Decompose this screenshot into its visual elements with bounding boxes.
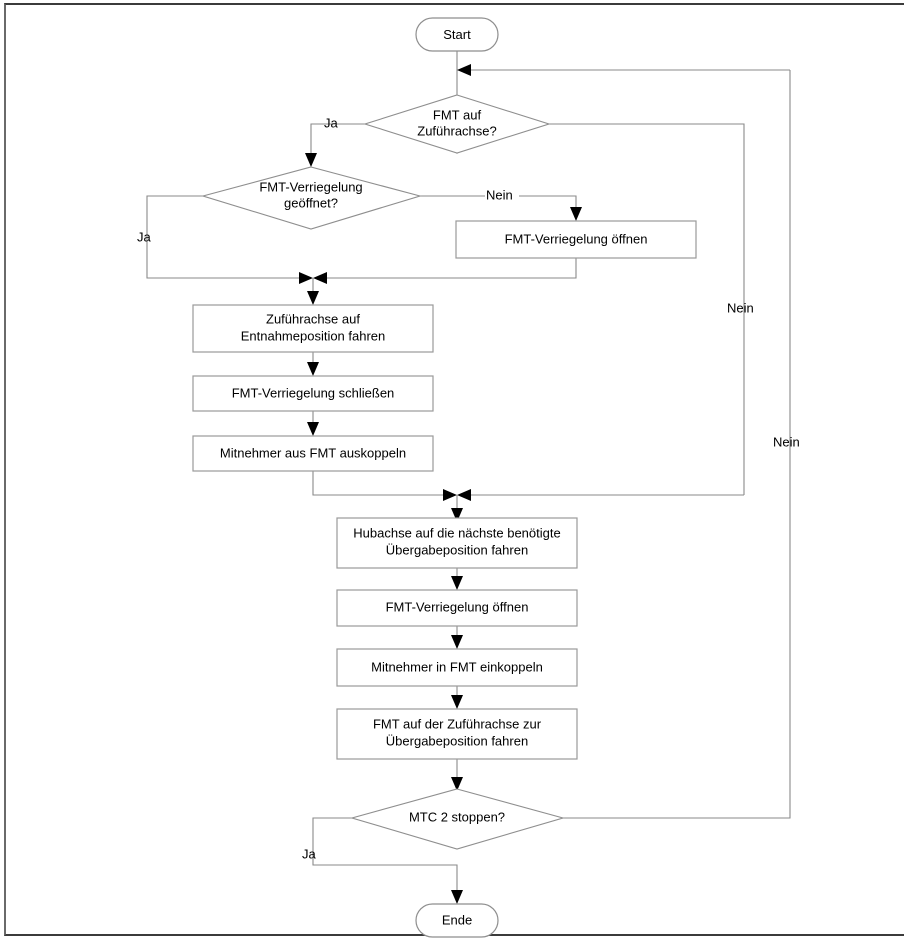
node-decision-verriegelung-geoeffnet-label-line1: FMT-Verriegelung (259, 179, 362, 194)
node-process-mitnehmer-auskoppeln-label: Mitnehmer aus FMT auskoppeln (220, 445, 406, 460)
arrowhead-into-hubachse (451, 508, 463, 522)
node-process-fmt-uebergabe-label-line1: FMT auf der Zuführachse zur (373, 716, 542, 731)
node-process-verriegelung-oeffnen-2-label: FMT-Verriegelung öffnen (386, 599, 529, 614)
connector-verriegelung-oeffnen-1-to-merge (322, 258, 577, 279)
connector-nein-verriegelung-right-seg (519, 195, 577, 212)
node-process-zufuehrachse-entnahme-label-line1: Zuführachse auf (266, 311, 360, 326)
arrowhead-into-zufuehrachse-box (307, 291, 319, 305)
node-end-label: Ende (442, 912, 472, 927)
connector-auskoppeln-to-merge (312, 471, 448, 496)
arrowhead-into-einkoppeln (451, 635, 463, 649)
arrowhead-into-auskoppeln (307, 422, 319, 436)
node-decision-mtc-stoppen-label: MTC 2 stoppen? (409, 809, 505, 824)
node-process-zufuehrachse-entnahme-label-line2: Entnahmeposition fahren (241, 328, 386, 343)
node-process-mitnehmer-auskoppeln[interactable] (192, 435, 434, 472)
arrowhead-into-decision-verriegelung (305, 153, 317, 167)
node-start-label: Start (443, 27, 471, 42)
edge-label-nein-zufuehrachse: Nein (727, 300, 754, 315)
arrowhead-into-verriegelung-oeffnen-1 (570, 207, 582, 221)
connector-ja-verriegelung-to-merge (146, 195, 304, 279)
arrowhead-merge2-left-side (443, 489, 457, 501)
connector-ja-zufuehrachse-to-decision-verriegelung (310, 123, 365, 158)
edge-label-ja-verriegelung: Ja (137, 229, 152, 244)
arrowhead-into-uebergabe (451, 695, 463, 709)
arrowhead-into-schliessen (307, 362, 319, 376)
node-decision-fmt-auf-zufuehrachse-label-line1: FMT auf (433, 107, 482, 122)
edge-label-ja-mtc: Ja (302, 846, 317, 861)
node-process-verriegelung-oeffnen-1[interactable] (455, 220, 697, 259)
edge-label-ja-zufuehrachse: Ja (324, 115, 339, 130)
node-process-hubachse[interactable] (336, 517, 578, 569)
edge-label-nein-verriegelung: Nein (486, 187, 513, 202)
node-process-verriegelung-oeffnen-1-label: FMT-Verriegelung öffnen (505, 231, 648, 246)
node-start[interactable] (415, 17, 499, 52)
arrowhead-into-oeffnen2 (451, 576, 463, 590)
connector-nein-zufuehrachse-down (549, 123, 745, 495)
node-process-hubachse-label-line2: Übergabeposition fahren (386, 542, 528, 557)
arrowhead-outer-loop-merge (457, 64, 471, 76)
node-process-mitnehmer-einkoppeln-label: Mitnehmer in FMT einkoppeln (371, 659, 543, 674)
edge-label-nein-mtc: Nein (773, 434, 800, 449)
node-decision-fmt-auf-zufuehrachse[interactable] (363, 94, 551, 154)
node-process-verriegelung-schliessen[interactable] (192, 375, 434, 412)
node-process-fmt-uebergabe-label-line2: Übergabeposition fahren (386, 733, 528, 748)
arrowhead-into-mtc (451, 777, 463, 791)
node-decision-mtc-stoppen[interactable] (349, 788, 566, 850)
node-process-verriegelung-oeffnen-2[interactable] (336, 589, 578, 627)
node-decision-verriegelung-geoeffnet[interactable] (201, 166, 423, 230)
node-decision-verriegelung-geoeffnet-label-line2: geöffnet? (284, 195, 338, 210)
arrowhead-merge-left-side (299, 272, 313, 284)
node-process-fmt-uebergabe[interactable] (336, 708, 578, 760)
arrowhead-nein-zufuehrachse-merge (457, 489, 471, 501)
node-process-hubachse-label-line1: Hubachse auf die nächste benötigte (353, 525, 560, 540)
node-process-verriegelung-schliessen-label: FMT-Verriegelung schließen (232, 385, 395, 400)
node-process-mitnehmer-einkoppeln[interactable] (336, 648, 578, 687)
arrowhead-into-ende (451, 890, 463, 904)
arrowhead-merge-right-side (313, 272, 327, 284)
node-end[interactable] (415, 903, 499, 938)
node-decision-fmt-auf-zufuehrachse-label-line2: Zuführachse? (417, 123, 497, 138)
connector-ja-mtc-to-ende (312, 817, 458, 895)
node-process-zufuehrachse-entnahme[interactable] (192, 304, 434, 353)
connector-nein-mtc-loop-up (563, 70, 791, 819)
